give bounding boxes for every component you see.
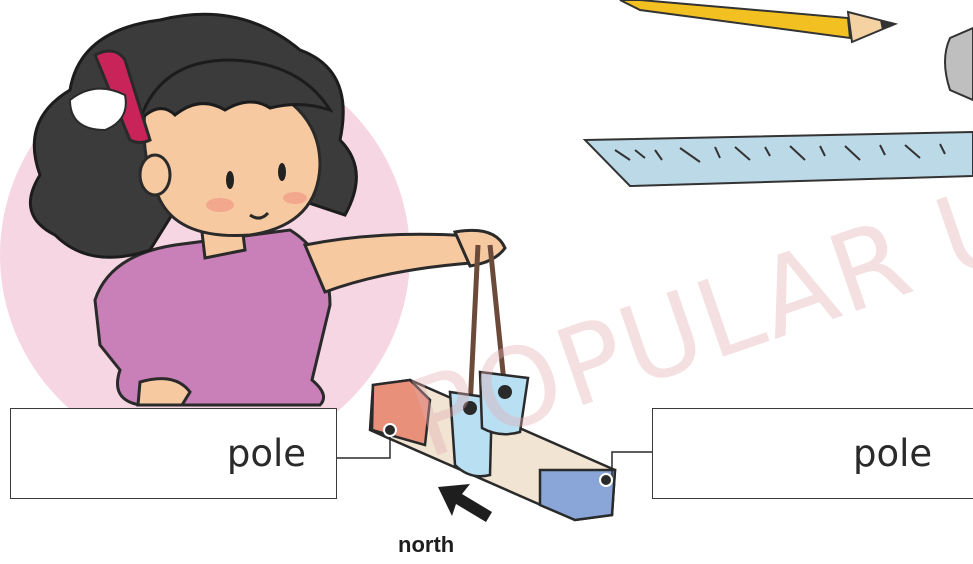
direction-label: north bbox=[398, 532, 454, 558]
ruler-icon bbox=[585, 132, 973, 186]
arrow-icon bbox=[438, 484, 492, 522]
pencil-icon bbox=[620, 0, 895, 42]
eraser-icon bbox=[945, 28, 973, 100]
right-pole-label-box: pole bbox=[652, 408, 973, 499]
girl-illustration bbox=[30, 14, 505, 405]
left-pole-label-box: pole bbox=[10, 408, 337, 499]
right-pole-label: pole bbox=[853, 432, 932, 475]
left-pole-label: pole bbox=[227, 432, 306, 475]
